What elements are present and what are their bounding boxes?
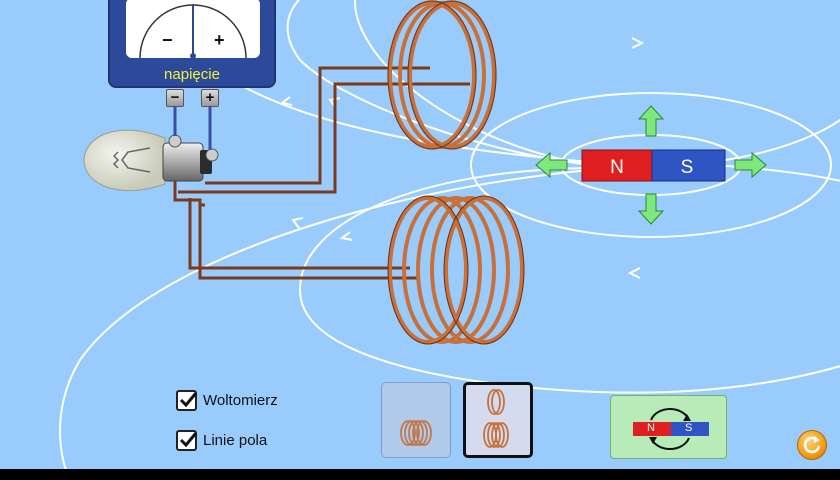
voltmeter-terminal-minus[interactable]: − (166, 89, 184, 107)
flip-arrows-icon (633, 407, 709, 451)
bulb-icon (83, 129, 219, 192)
voltmeter-plus-sign: + (214, 30, 225, 50)
lower-coil (388, 196, 524, 344)
voltmeter-checkbox-label: Woltomierz (203, 392, 278, 409)
voltmeter-leads (173, 106, 212, 150)
bottom-bar (0, 469, 840, 480)
two-coils-icon (483, 389, 509, 448)
voltmeter-checkbox[interactable] (176, 390, 198, 411)
field-lines-checkbox-label: Linie pola (203, 432, 268, 449)
one-coil-button[interactable] (381, 382, 451, 458)
magnet-south-label: S (681, 157, 694, 178)
reset-icon (803, 436, 821, 454)
field-lines (59, 0, 840, 480)
voltmeter-dial: − + (126, 0, 260, 58)
flip-north-label: N (647, 422, 655, 434)
reset-button[interactable] (797, 430, 827, 460)
voltmeter[interactable]: − + napięcie (108, 0, 276, 88)
bar-magnet[interactable]: N S (581, 149, 726, 182)
field-lines-toggle[interactable]: Linie pola (176, 430, 267, 451)
arrow-left-icon (535, 151, 568, 179)
arrow-up-icon (637, 105, 665, 137)
arrow-down-icon (637, 193, 665, 225)
voltmeter-minus-sign: − (162, 30, 173, 50)
voltmeter-toggle[interactable]: Woltomierz (176, 390, 278, 411)
field-lines-checkbox[interactable] (176, 430, 198, 451)
voltmeter-label: napięcie (164, 66, 220, 83)
flip-magnet-button[interactable]: N S (610, 395, 727, 459)
coil-icon (400, 420, 432, 446)
flip-south-label: S (685, 422, 693, 434)
two-coils-button[interactable] (463, 382, 533, 458)
voltmeter-terminal-plus[interactable]: + (201, 89, 219, 107)
upper-coil (388, 1, 496, 149)
arrow-right-icon (734, 151, 767, 179)
magnet-north-label: N (610, 157, 624, 178)
